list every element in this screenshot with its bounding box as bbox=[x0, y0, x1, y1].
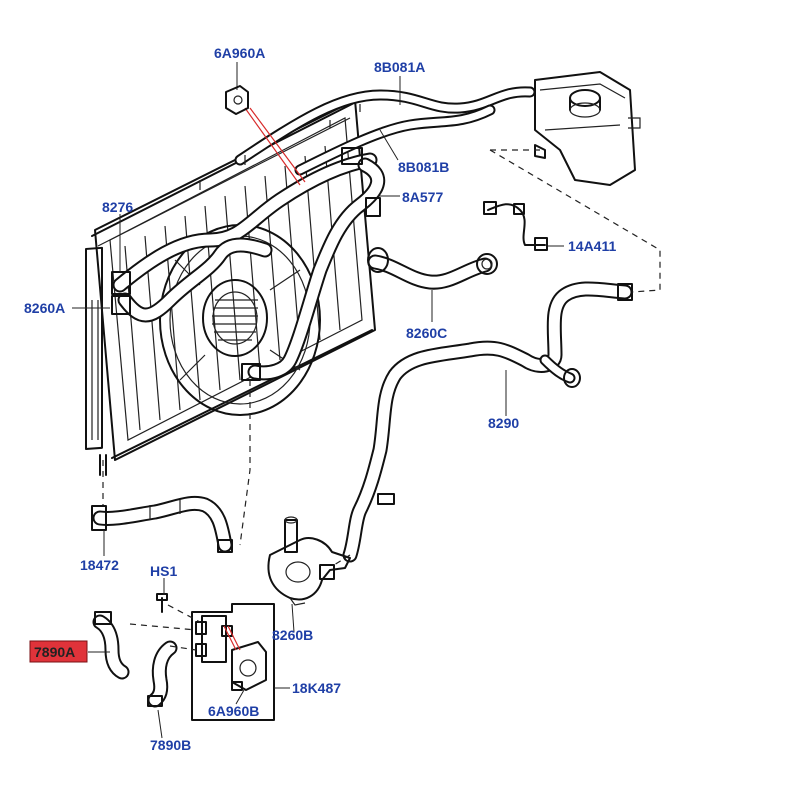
label-18K487: 18K487 bbox=[292, 680, 341, 696]
part-labels: 6A960A 8B081A 8B081B 8A577 8276 14A411 8… bbox=[24, 45, 616, 753]
label-6A960A: 6A960A bbox=[214, 45, 265, 61]
hose-8260c bbox=[367, 247, 498, 290]
expansion-tank bbox=[534, 71, 641, 186]
hose-8290 bbox=[342, 281, 633, 563]
hose-7890a bbox=[92, 611, 130, 680]
valve-assembly-18k487 bbox=[156, 593, 275, 721]
label-8260B: 8260B bbox=[272, 627, 313, 643]
highlight-box-7890A bbox=[29, 640, 88, 663]
label-8260A: 8260A bbox=[24, 300, 65, 316]
label-8290: 8290 bbox=[488, 415, 519, 431]
part-6A960A bbox=[225, 85, 249, 115]
fan-shroud bbox=[159, 224, 321, 416]
label-8276: 8276 bbox=[102, 199, 133, 215]
label-8B081A: 8B081A bbox=[374, 59, 425, 75]
label-7890A: 7890A bbox=[34, 644, 75, 660]
label-8A577: 8A577 bbox=[402, 189, 443, 205]
label-8260C: 8260C bbox=[406, 325, 447, 341]
label-14A411: 14A411 bbox=[568, 238, 616, 254]
radiator-assembly bbox=[85, 99, 376, 476]
label-8B081B: 8B081B bbox=[398, 159, 449, 175]
label-6A960B: 6A960B bbox=[208, 703, 259, 719]
label-18472: 18472 bbox=[80, 557, 119, 573]
label-HS1: HS1 bbox=[150, 563, 177, 579]
hose-18472 bbox=[91, 495, 233, 553]
hose-7890b bbox=[147, 640, 178, 708]
upper-hoses bbox=[111, 86, 536, 381]
label-7890B: 7890B bbox=[150, 737, 191, 753]
thermostat-housing bbox=[267, 516, 351, 606]
sensor-harness bbox=[483, 201, 548, 251]
leader-lines bbox=[72, 62, 564, 739]
connection-lines bbox=[102, 149, 661, 651]
